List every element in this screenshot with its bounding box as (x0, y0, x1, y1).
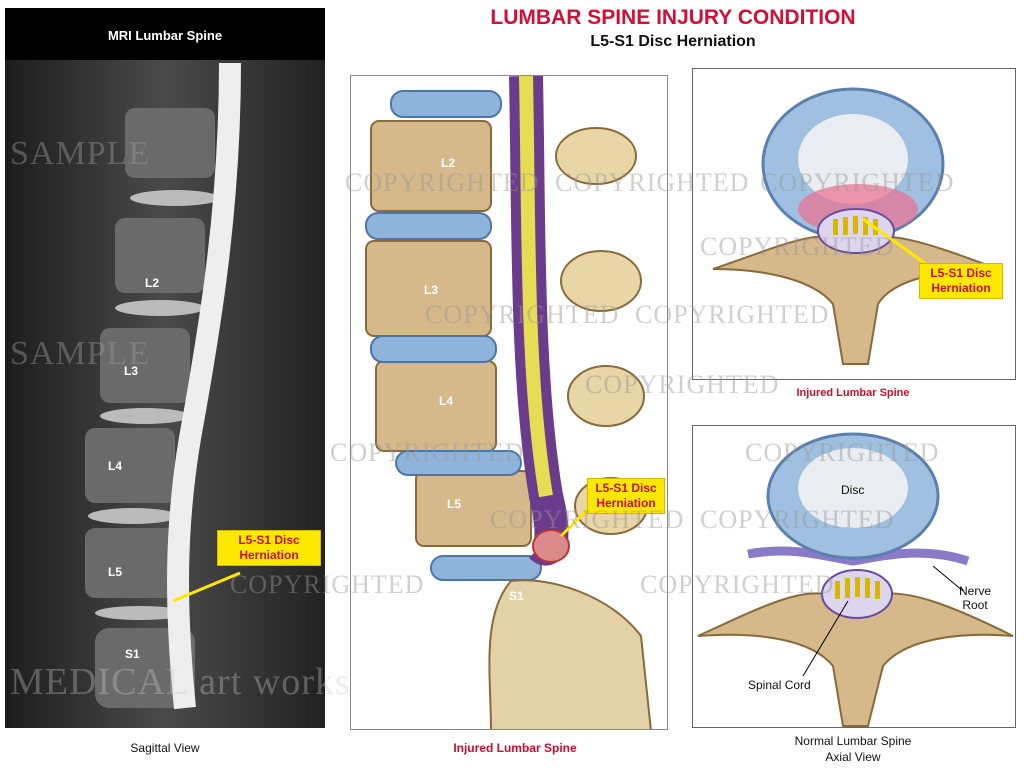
mri-title: MRI Lumbar Spine (5, 8, 325, 60)
mri-panel: MRI Lumbar Spine L2 L3 L4 L5 S1 L5-S1 Di… (5, 8, 325, 728)
page-subtitle: L5-S1 Disc Herniation (590, 33, 756, 50)
illus-herniation-callout: L5-S1 Disc Herniation (587, 478, 665, 514)
axial-injured-callout: L5-S1 Disc Herniation (919, 263, 1003, 299)
axial-normal-panel: Disc Nerve Root Spinal Cord (692, 425, 1016, 728)
illus-level-l3: L3 (424, 283, 439, 297)
axial-normal-caption-line2: Axial View (825, 750, 881, 764)
axial-normal-caption-line1: Normal Lumbar Spine (794, 734, 912, 748)
disc-label: Disc (841, 483, 865, 497)
mri-image (5, 8, 325, 728)
illus-level-l2: L2 (441, 156, 456, 170)
sagittal-spine-illustration (365, 76, 652, 729)
illus-level-s1: S1 (509, 589, 524, 603)
axial-injured-caption: Injured Lumbar Spine (796, 387, 910, 399)
axial-injured-illustration (712, 87, 999, 365)
spinal-cord-label: Spinal Cord (748, 678, 811, 692)
mri-level-l4: L4 (108, 459, 123, 473)
illus-level-l5: L5 (447, 497, 462, 511)
axial-injured-panel: L5-S1 Disc Herniation (692, 68, 1016, 380)
sagittal-illustration-panel: L2 L3 L4 L5 S1 L5-S1 Disc Herniation (350, 75, 668, 730)
axial-normal-illustration (697, 432, 1014, 727)
mri-level-l3: L3 (124, 364, 139, 378)
mri-herniation-callout: L5-S1 Disc Herniation (217, 530, 321, 566)
mri-level-l5: L5 (108, 565, 123, 579)
mri-level-l2: L2 (145, 276, 160, 290)
mri-caption: Sagittal View (130, 741, 200, 755)
illus-level-l4: L4 (439, 394, 454, 408)
nerve-root-label: Nerve Root (958, 584, 991, 612)
mri-level-s1: S1 (125, 647, 140, 661)
sagittal-illustration-caption: Injured Lumbar Spine (453, 741, 577, 755)
page-title: LUMBAR SPINE INJURY CONDITION (490, 6, 856, 29)
